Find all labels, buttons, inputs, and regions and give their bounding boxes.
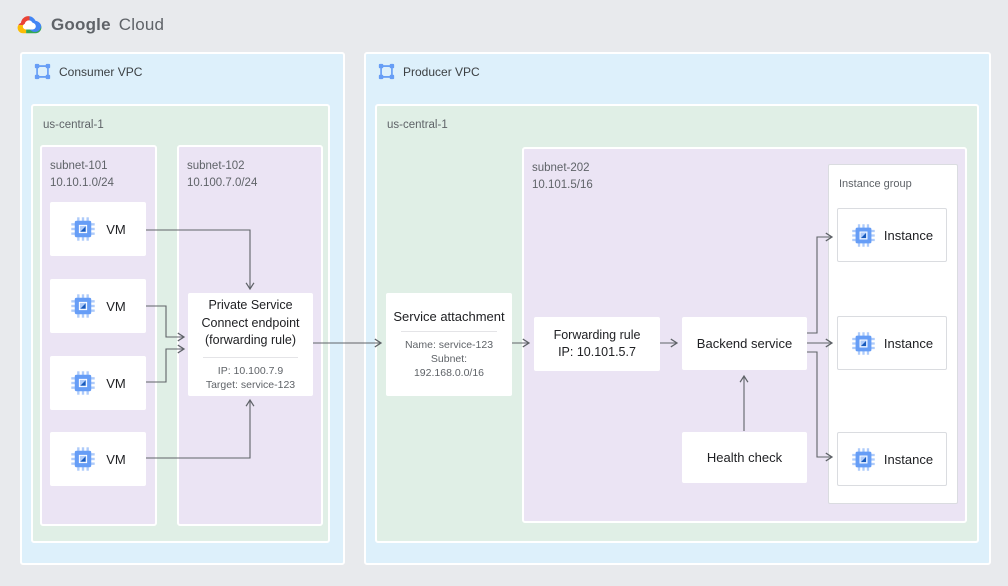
producer-vpc-label: Producer VPC	[378, 63, 480, 80]
instance-chip-icon	[852, 223, 875, 247]
vm-card-2: VM	[50, 279, 146, 333]
psc-endpoint-card: Private Service Connect endpoint (forwar…	[188, 293, 313, 396]
google-cloud-logo: Google Cloud	[16, 13, 164, 36]
instance-label: Instance	[883, 227, 934, 243]
vm-chip-icon	[71, 371, 95, 395]
vm-chip-icon	[71, 447, 95, 471]
health-check-label: Health check	[706, 450, 783, 465]
instance-label: Instance	[883, 451, 934, 467]
vm-label: VM	[106, 375, 126, 391]
consumer-vpc-label-text: Consumer VPC	[59, 64, 143, 79]
subnet-202-name: subnet-202	[532, 162, 590, 174]
vm-card-3: VM	[50, 356, 146, 410]
backend-service-label: Backend service	[696, 336, 793, 351]
subnet-102-cidr: 10.100.7.0/24	[187, 176, 258, 189]
consumer-region-label: us-central-1	[43, 119, 104, 131]
logo-brand-text: Google	[51, 14, 111, 34]
instance-card-3: Instance	[837, 432, 947, 486]
backend-service-card: Backend service	[682, 317, 807, 370]
subnet-101-name: subnet-101	[50, 160, 108, 172]
instance-card-2: Instance	[837, 316, 947, 370]
subnet-101-cidr: 10.10.1.0/24	[50, 176, 114, 189]
psc-endpoint-details: IP: 10.100.7.9 Target: service-123	[205, 364, 296, 391]
instance-chip-icon	[852, 447, 875, 471]
producer-region-label: us-central-1	[387, 119, 448, 131]
card-divider	[401, 330, 497, 332]
service-attachment-title: Service attachment	[393, 308, 505, 324]
vm-label: VM	[106, 298, 126, 314]
subnet-102-name: subnet-102	[187, 160, 245, 172]
vm-card-1: VM	[50, 202, 146, 256]
vpc-network-icon	[378, 63, 395, 80]
subnet-102-label: subnet-102 10.100.7.0/24	[187, 158, 257, 191]
vpc-network-icon	[34, 63, 51, 80]
google-cloud-icon	[17, 16, 42, 34]
producer-vpc-label-text: Producer VPC	[403, 64, 480, 79]
vm-card-4: VM	[50, 432, 146, 486]
consumer-vpc-label: Consumer VPC	[34, 63, 142, 80]
instance-chip-icon	[852, 331, 875, 355]
card-divider	[203, 356, 298, 358]
subnet-101-label: subnet-101 10.10.1.0/24	[50, 158, 114, 191]
vm-chip-icon	[71, 217, 95, 241]
instance-group-label: Instance group	[839, 178, 912, 190]
vm-chip-icon	[71, 294, 95, 318]
vm-label: VM	[106, 451, 126, 467]
service-attachment-card: Service attachment Name: service-123 Sub…	[386, 293, 512, 396]
health-check-card: Health check	[682, 432, 807, 483]
psc-endpoint-title: Private Service Connect endpoint (forwar…	[201, 298, 300, 348]
logo-product-text: Cloud	[118, 14, 165, 34]
subnet-202-label: subnet-202 10.101.5/16	[532, 160, 593, 193]
instance-label: Instance	[883, 335, 934, 351]
instance-card-1: Instance	[837, 208, 947, 262]
vm-label: VM	[106, 221, 126, 237]
service-attachment-details: Name: service-123 Subnet: 192.168.0.0/16	[404, 338, 494, 380]
forwarding-rule-card: Forwarding rule IP: 10.101.5.7	[534, 317, 660, 371]
subnet-202-cidr: 10.101.5/16	[532, 178, 593, 191]
forwarding-rule-text: Forwarding rule IP: 10.101.5.7	[553, 327, 641, 360]
